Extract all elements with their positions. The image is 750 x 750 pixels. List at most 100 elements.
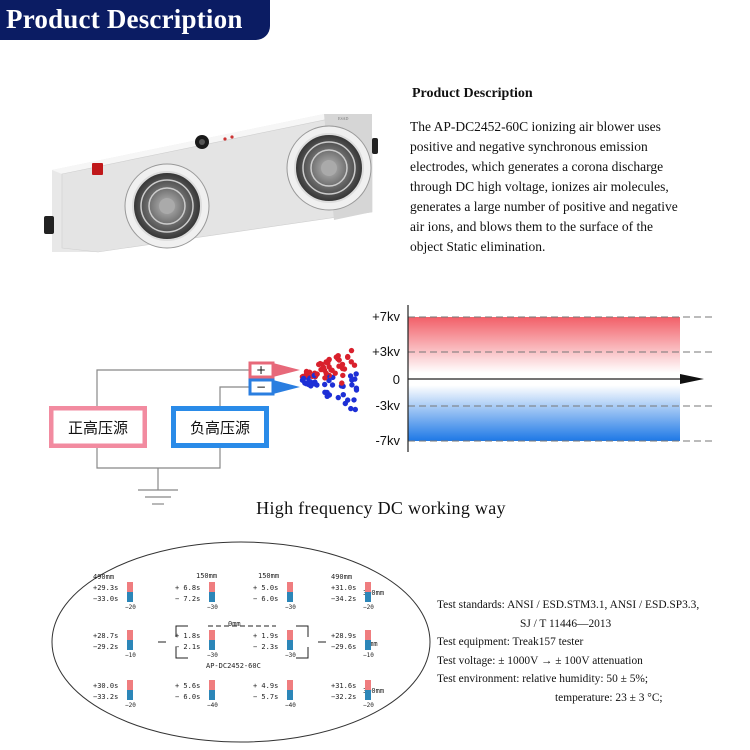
positive-decay-time: +31.0s	[331, 584, 356, 592]
device-label: ESAD	[338, 116, 349, 121]
negative-ion-dot	[352, 376, 358, 382]
voltage-reading: −30	[285, 604, 296, 611]
voltage-reading: −20	[363, 702, 374, 709]
distance-label: 150mm	[258, 572, 279, 580]
positive-ion-dot	[326, 364, 332, 370]
description-line: air ions, and blows them to the surface …	[410, 219, 653, 234]
negative-bar	[365, 592, 371, 602]
negative-source-box: 负高压源	[171, 406, 269, 448]
positive-ion-dot	[322, 375, 328, 381]
test-voltage: Test voltage: ± 1000V → ± 100V attenuati…	[437, 654, 643, 667]
positive-ion-dot	[345, 354, 351, 360]
negative-bar	[287, 690, 293, 700]
measurement-cell: + 4.9s− 5.7s−40	[253, 680, 296, 709]
positive-decay-time: + 5.0s	[253, 584, 278, 592]
positive-decay-time: + 5.6s	[175, 682, 200, 690]
positive-decay-time: +28.7s	[93, 632, 118, 640]
voltage-reading: −20	[363, 604, 374, 611]
measurement-cell: + 5.6s− 6.0s−40	[175, 680, 218, 709]
negative-ion-dot	[342, 400, 348, 407]
positive-ion-dot	[323, 359, 329, 365]
level-label: -3kv	[375, 398, 400, 413]
test-standards-cont: SJ / T 11446—2013	[520, 617, 612, 630]
measurement-cell: +31.0s −34.2s −20	[331, 582, 374, 611]
negative-ion-dot	[335, 394, 341, 401]
level-label: +7kv	[372, 309, 400, 324]
negative-decay-time: −32.2s	[331, 693, 356, 701]
test-temperature: temperature: 23 ± 3 °C;	[555, 691, 663, 704]
positive-ion-dot	[317, 360, 323, 367]
negative-ion-dot	[352, 406, 358, 413]
negative-bar	[209, 690, 215, 700]
negative-ion-dot	[340, 392, 346, 398]
positive-bar	[127, 630, 133, 640]
measurement-cell: + 1.8s− 2.1s−30	[175, 630, 218, 659]
negative-decay-time: − 5.7s	[253, 693, 278, 701]
device-model-label: AP-DC2452-60C	[206, 662, 261, 670]
level-label: 0	[393, 372, 400, 387]
negative-bar	[209, 640, 215, 650]
negative-ion-dot	[322, 381, 328, 388]
measurement-cell: +29.3s−33.0s−20	[93, 582, 136, 611]
test-standards: Test standards: ANSI / ESD.STM3.1, ANSI …	[437, 599, 700, 611]
positive-ion-dot	[339, 380, 345, 386]
section-title: High frequency DC working way	[256, 498, 506, 518]
positive-ion-dot	[340, 372, 346, 379]
negative-ion-dot	[322, 389, 328, 395]
negative-ion-dot	[312, 381, 318, 387]
voltage-reading: −20	[125, 604, 136, 611]
negative-ion-dot	[351, 397, 357, 403]
positive-ion-dot	[348, 347, 355, 354]
positive-ion-dot	[339, 361, 346, 368]
positive-ion-dot	[314, 371, 320, 377]
test-environment: Test environment: relative humidity: 50 …	[437, 673, 649, 685]
negative-bar	[127, 640, 133, 650]
page-banner-title: Product Description	[0, 0, 270, 40]
positive-ion-dot	[304, 371, 310, 377]
measurement-cell: +28.7s −29.2s −10	[93, 630, 136, 659]
plus-sign: +	[256, 363, 266, 377]
voltage-reading: −30	[285, 652, 296, 659]
ion-spray	[299, 347, 360, 413]
positive-bar	[287, 680, 293, 690]
positive-source-label: 正高压源	[68, 419, 128, 437]
description-line: positive and negative synchronous emissi…	[410, 139, 648, 154]
right-fan	[286, 125, 372, 211]
negative-bar	[287, 640, 293, 650]
negative-ion-dot	[326, 377, 332, 384]
positive-bar	[287, 630, 293, 640]
voltage-reading: −30	[207, 652, 218, 659]
negative-ion-dot	[349, 382, 355, 388]
positive-ion-dot	[332, 370, 338, 376]
positive-decay-time: + 1.9s	[253, 632, 278, 640]
negative-decay-time: −33.0s	[93, 595, 118, 603]
circuit-diagram: 正高压源 负高压源 + −	[49, 347, 360, 505]
description-line: generates a large number of positive and…	[410, 199, 678, 214]
negative-bar	[209, 592, 215, 602]
level-label: +3kv	[372, 344, 400, 359]
test-equipment: Test equipment: Treak157 tester	[437, 636, 584, 648]
negative-decay-time: − 2.1s	[175, 643, 200, 651]
negative-decay-time: −29.2s	[93, 643, 118, 651]
positive-bar	[365, 680, 371, 690]
distance-label: 0mm	[228, 620, 241, 628]
positive-decay-time: +30.0s	[93, 682, 118, 690]
voltage-reading: −10	[125, 652, 136, 659]
negative-source-label: 负高压源	[190, 419, 250, 437]
negative-decay-time: −34.2s	[331, 595, 356, 603]
negative-bar	[287, 592, 293, 602]
positive-ion-dot	[336, 357, 342, 363]
measurement-cell: +28.9s−29.6s−10	[331, 630, 374, 659]
voltage-reading: −40	[285, 702, 296, 709]
positive-ion-dot	[318, 366, 324, 373]
negative-ion-dot	[353, 371, 359, 377]
negative-decay-time: −29.6s	[331, 643, 356, 651]
positive-ion-dot	[351, 362, 358, 368]
positive-bar	[127, 680, 133, 690]
minus-sign: −	[256, 380, 266, 394]
negative-decay-time: − 2.3s	[253, 643, 278, 651]
distance-label: 0mm	[365, 640, 378, 648]
positive-bar	[209, 630, 215, 640]
test-measurement-diagram: 490mm 150mm 150mm 490mm 0mm 300mm 0mm 30…	[51, 541, 431, 743]
description-line: The AP-DC2452-60C ionizing air blower us…	[410, 119, 661, 134]
